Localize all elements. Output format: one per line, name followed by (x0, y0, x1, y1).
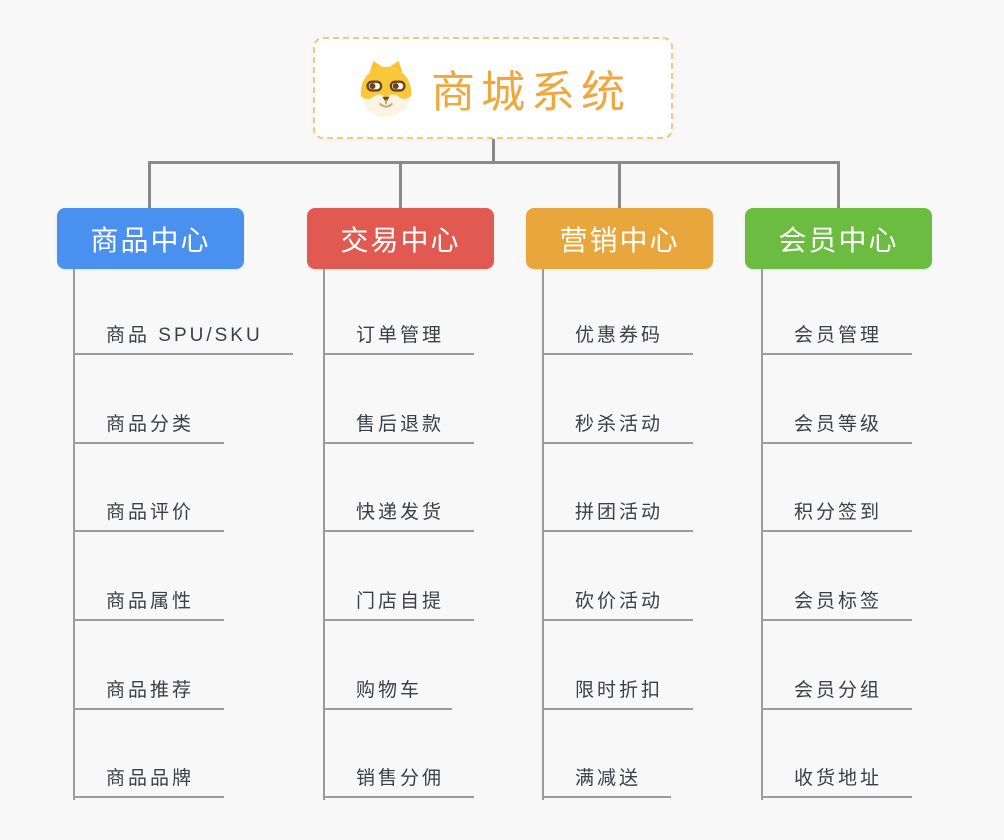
leaf-node-trade-shipping[interactable]: 快递发货 (323, 497, 475, 533)
root-node[interactable]: 商城系统 (313, 37, 673, 139)
branch-node-trade[interactable]: 交易中心 (307, 208, 494, 269)
leaf-node-goods-review[interactable]: 商品评价 (73, 497, 225, 533)
root-node-label: 商城系统 (431, 68, 631, 117)
leaf-node-trade-refund[interactable]: 售后退款 (323, 409, 475, 444)
branch-column-marketing: 营销中心 优惠券码 秒杀活动 拼团活动 砍价活动 限时折扣 满减送 (526, 208, 713, 800)
leaf-row: 收货地址 (745, 710, 932, 799)
leaf-node-goods-category[interactable]: 商品分类 (73, 409, 225, 444)
leaf-row: 积分签到 (745, 444, 932, 533)
leaf-row: 会员分组 (745, 621, 932, 710)
branch-trunk-line (73, 269, 75, 800)
leaf-node-marketing-group-buy[interactable]: 拼团活动 (542, 497, 694, 533)
leaf-node-trade-cart[interactable]: 购物车 (323, 675, 453, 710)
connector-drop-goods (148, 161, 151, 208)
leaf-node-trade-store-pickup[interactable]: 门店自提 (323, 586, 475, 622)
leaf-node-marketing-coupon[interactable]: 优惠券码 (542, 320, 694, 355)
branch-trunk-line (542, 269, 544, 800)
leaf-node-goods-spu-sku[interactable]: 商品 SPU/SKU (73, 320, 293, 355)
branch-node-goods[interactable]: 商品中心 (57, 208, 244, 269)
leaf-node-member-management[interactable]: 会员管理 (761, 320, 913, 355)
leaf-row: 快递发货 (307, 444, 494, 533)
leaf-row: 商品属性 (57, 532, 244, 622)
leaf-row: 砍价活动 (526, 532, 713, 622)
dog-face-icon (360, 60, 412, 118)
leaf-row: 满减送 (526, 710, 713, 799)
leaf-node-member-groups[interactable]: 会员分组 (761, 675, 913, 710)
branch-column-goods: 商品中心 商品 SPU/SKU 商品分类 商品评价 商品属性 商品推荐 商品品牌 (57, 208, 293, 800)
leaf-row: 商品推荐 (57, 621, 244, 710)
branch-node-marketing[interactable]: 营销中心 (526, 208, 713, 269)
connector-root-drop (492, 139, 495, 164)
leaf-row: 会员管理 (745, 269, 932, 355)
leaf-node-goods-brand[interactable]: 商品品牌 (73, 763, 225, 799)
leaf-row: 会员标签 (745, 532, 932, 622)
leaf-row: 拼团活动 (526, 444, 713, 533)
leaf-node-marketing-flash-sale[interactable]: 秒杀活动 (542, 409, 694, 444)
leaf-node-goods-attribute[interactable]: 商品属性 (73, 586, 225, 622)
branch-column-member: 会员中心 会员管理 会员等级 积分签到 会员标签 会员分组 收货地址 (745, 208, 932, 800)
leaf-row: 商品 SPU/SKU (57, 269, 293, 355)
leaf-row: 会员等级 (745, 355, 932, 444)
connector-bus (148, 161, 840, 164)
branch-trunk-line (323, 269, 325, 800)
leaf-node-member-points-checkin[interactable]: 积分签到 (761, 497, 913, 533)
branch-column-trade: 交易中心 订单管理 售后退款 快递发货 门店自提 购物车 销售分佣 (307, 208, 494, 800)
leaf-row: 购物车 (307, 621, 494, 710)
leaf-node-trade-commission[interactable]: 销售分佣 (323, 763, 475, 799)
leaf-row: 秒杀活动 (526, 355, 713, 444)
leaf-row: 商品评价 (57, 444, 244, 533)
connector-drop-trade (399, 161, 402, 208)
leaf-row: 商品分类 (57, 355, 244, 444)
leaf-row: 商品品牌 (57, 710, 244, 799)
leaf-node-trade-orders[interactable]: 订单管理 (323, 320, 475, 355)
leaf-node-marketing-spend-save[interactable]: 满减送 (542, 763, 672, 799)
branch-trunk-line (761, 269, 763, 800)
leaf-row: 销售分佣 (307, 710, 494, 799)
leaf-node-member-address[interactable]: 收货地址 (761, 763, 913, 799)
leaf-node-member-tags[interactable]: 会员标签 (761, 586, 913, 622)
leaf-node-marketing-limited-discount[interactable]: 限时折扣 (542, 675, 694, 710)
leaf-node-member-level[interactable]: 会员等级 (761, 409, 913, 444)
leaf-row: 门店自提 (307, 532, 494, 622)
branch-node-member[interactable]: 会员中心 (745, 208, 932, 269)
leaf-node-marketing-bargain[interactable]: 砍价活动 (542, 586, 694, 622)
connector-drop-member (837, 161, 840, 208)
connector-drop-marketing (618, 161, 621, 208)
leaf-row: 优惠券码 (526, 269, 713, 355)
leaf-node-goods-recommend[interactable]: 商品推荐 (73, 675, 225, 710)
leaf-row: 售后退款 (307, 355, 494, 444)
leaf-row: 订单管理 (307, 269, 494, 355)
leaf-row: 限时折扣 (526, 621, 713, 710)
